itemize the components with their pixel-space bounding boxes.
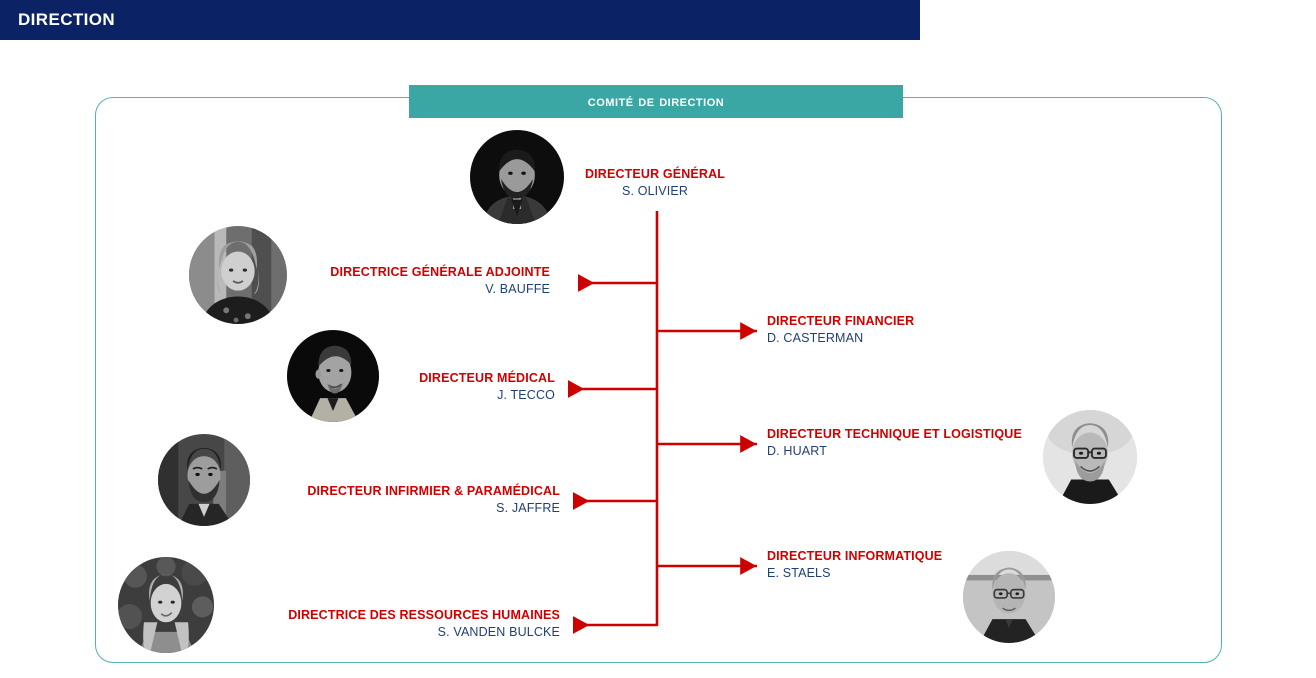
node-person: E. STAELS	[767, 565, 831, 580]
node-person: S. OLIVIER	[621, 183, 689, 198]
node-person: S. JAFFRE	[496, 500, 560, 515]
node-person: D. HUART	[767, 443, 828, 458]
photo-directeur-medical	[287, 330, 379, 422]
page-title: DIRECTION	[18, 10, 116, 29]
node-role: DIRECTEUR INFORMATIQUE	[767, 549, 943, 563]
node-role: DIRECTEUR MÉDICAL	[419, 371, 555, 385]
photo-directeur-infirmier-paramedical	[158, 434, 250, 526]
node-directeur-informatique[interactable]: DIRECTEUR INFORMATIQUE E. STAELS	[767, 549, 942, 581]
photo-directeur-technique-logistique	[1043, 410, 1137, 504]
node-directeur-infirmier-paramedical[interactable]: DIRECTEUR INFIRMIER & PARAMÉDICAL S. JAF…	[255, 484, 560, 516]
node-directeur-general[interactable]: DIRECTEUR GÉNÉRAL S. OLIVIER	[585, 167, 725, 199]
node-person: V. BAUFFE	[485, 281, 550, 296]
committee-banner-title: Comité de Direction	[587, 93, 725, 110]
node-role: DIRECTRICE GÉNÉRALE ADJOINTE	[330, 265, 550, 279]
photo-directrice-ressources-humaines	[118, 557, 214, 653]
section-header-bar: DIRECTION	[0, 0, 920, 40]
node-role: DIRECTEUR FINANCIER	[767, 314, 915, 328]
photo-directeur-general	[470, 130, 564, 224]
node-role: DIRECTEUR TECHNIQUE ET LOGISTIQUE	[767, 427, 1022, 441]
photo-directeur-informatique	[963, 551, 1055, 643]
committee-banner: Comité de Direction	[409, 85, 903, 118]
node-directrice-ressources-humaines[interactable]: DIRECTRICE DES RESSOURCES HUMAINES S. VA…	[248, 608, 560, 640]
node-directrice-generale-adjointe[interactable]: DIRECTRICE GÉNÉRALE ADJOINTE V. BAUFFE	[265, 265, 550, 297]
node-directeur-technique-logistique[interactable]: DIRECTEUR TECHNIQUE ET LOGISTIQUE D. HUA…	[767, 427, 1022, 459]
node-role: DIRECTRICE DES RESSOURCES HUMAINES	[288, 608, 560, 622]
node-person: D. CASTERMAN	[767, 330, 864, 345]
node-person: J. TECCO	[497, 387, 555, 402]
node-directeur-medical[interactable]: DIRECTEUR MÉDICAL J. TECCO	[300, 371, 555, 403]
node-role: DIRECTEUR GÉNÉRAL	[585, 167, 726, 181]
node-person: S. VANDEN BULCKE	[437, 624, 560, 639]
node-directeur-financier[interactable]: DIRECTEUR FINANCIER D. CASTERMAN	[767, 314, 914, 346]
node-role: DIRECTEUR INFIRMIER & PARAMÉDICAL	[307, 484, 560, 498]
